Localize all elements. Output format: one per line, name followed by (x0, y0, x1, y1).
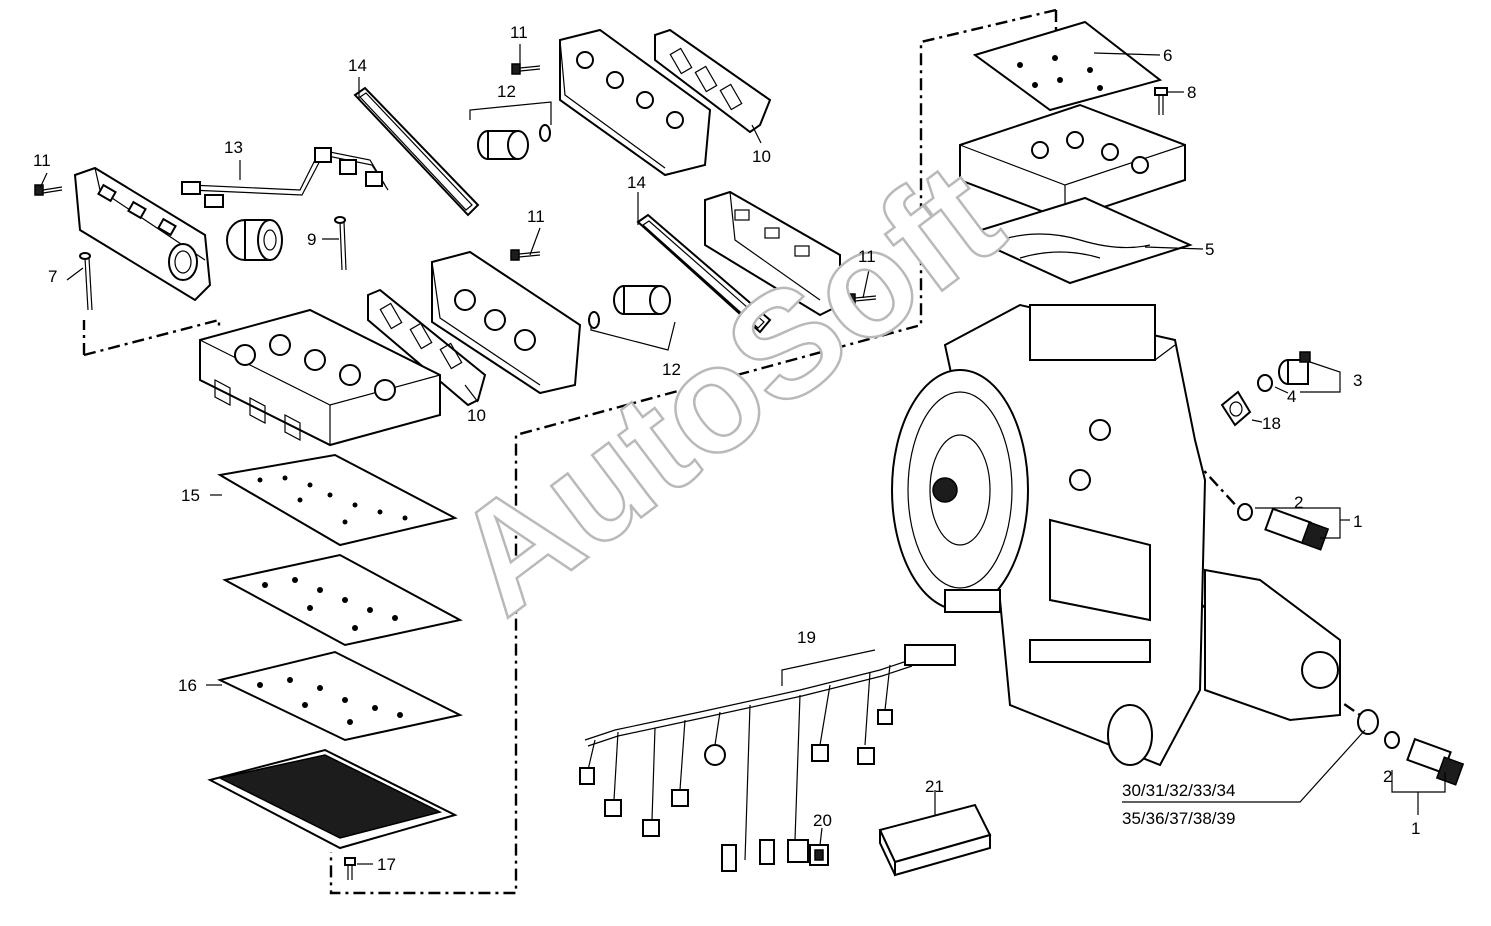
callout-21: 21 (925, 777, 944, 796)
left-solenoid-housing (73, 166, 212, 302)
callout-1-lower: 1 (1411, 819, 1420, 838)
callout-14-upper: 14 (348, 56, 367, 75)
bolt-11-top (511, 63, 541, 75)
callout-1-upper: 1 (1353, 512, 1362, 531)
pressure-regulator (226, 219, 283, 261)
long-bolt-7 (79, 252, 93, 311)
solenoid-housing-middle (704, 190, 841, 317)
callout-9: 9 (307, 230, 316, 249)
solenoid-valve-12-upper (477, 124, 551, 160)
gasket-14-lower (636, 213, 772, 334)
gasket-5 (962, 196, 1193, 285)
callout-8: 8 (1187, 83, 1196, 102)
sensor-3 (1257, 351, 1311, 392)
callout-2-upper: 2 (1294, 493, 1303, 512)
solenoid-housing-lower (431, 250, 582, 395)
transmission-housing (891, 303, 1341, 767)
gasket-6 (972, 20, 1163, 112)
callout-14-lower: 14 (627, 173, 646, 192)
intermediate-plate (222, 553, 463, 647)
callout-5: 5 (1205, 240, 1214, 259)
callout-30-34: 30/31/32/33/34 (1122, 781, 1235, 800)
callout-35-39: 35/36/37/38/39 (1122, 809, 1235, 828)
callout-labels: 11 7 9 13 14 11 12 10 14 11 11 12 10 15 … (33, 23, 1420, 874)
gasket-10-lower (367, 288, 487, 407)
callout-18: 18 (1262, 414, 1281, 433)
callout-19: 19 (797, 628, 816, 647)
callout-10-upper: 10 (752, 147, 771, 166)
callout-11-middle: 11 (527, 207, 545, 226)
bolt-11-middle (510, 249, 541, 261)
callout-10-lower: 10 (467, 406, 486, 425)
callout-2-lower: 2 (1383, 767, 1392, 786)
callout-12-upper: 12 (497, 82, 516, 101)
callout-6: 6 (1163, 46, 1172, 65)
bolt-17 (344, 857, 356, 880)
sensor-1-upper (1237, 503, 1330, 551)
callout-4: 4 (1287, 387, 1296, 406)
connector-20 (809, 844, 829, 866)
sensor-1-lower (1357, 709, 1465, 786)
main-valve-body (199, 308, 441, 447)
valve-plate-bottom (207, 748, 458, 850)
gasket-14-upper (353, 86, 480, 217)
callout-11-left: 11 (33, 151, 51, 170)
bolt-11-right (846, 293, 877, 305)
wiring-harness-13 (181, 147, 389, 208)
long-bolt-9 (334, 216, 347, 271)
wiring-harness-19 (579, 644, 956, 872)
top-valve-block (959, 103, 1186, 222)
solenoid-valve-12-lower (588, 285, 671, 329)
solenoid-housing-upper (559, 28, 712, 177)
callout-13: 13 (224, 138, 243, 157)
gasket-10-upper (654, 28, 772, 134)
callout-20: 20 (813, 811, 832, 830)
gasket-18 (1220, 390, 1252, 427)
callout-12-lower: 12 (662, 360, 681, 379)
callout-17: 17 (377, 855, 396, 874)
separator-plate-15 (217, 453, 458, 547)
callout-11-top: 11 (510, 23, 528, 42)
bolt-11-left (34, 184, 63, 196)
callout-7: 7 (48, 267, 57, 286)
callout-16: 16 (178, 676, 197, 695)
separator-plate-16 (217, 650, 463, 742)
callout-15: 15 (181, 486, 200, 505)
connector-block-21 (878, 803, 992, 877)
callout-3: 3 (1353, 371, 1362, 390)
callout-11-right: 11 (858, 247, 876, 266)
leader-lines (39, 44, 1446, 865)
bolt-8 (1154, 87, 1168, 115)
